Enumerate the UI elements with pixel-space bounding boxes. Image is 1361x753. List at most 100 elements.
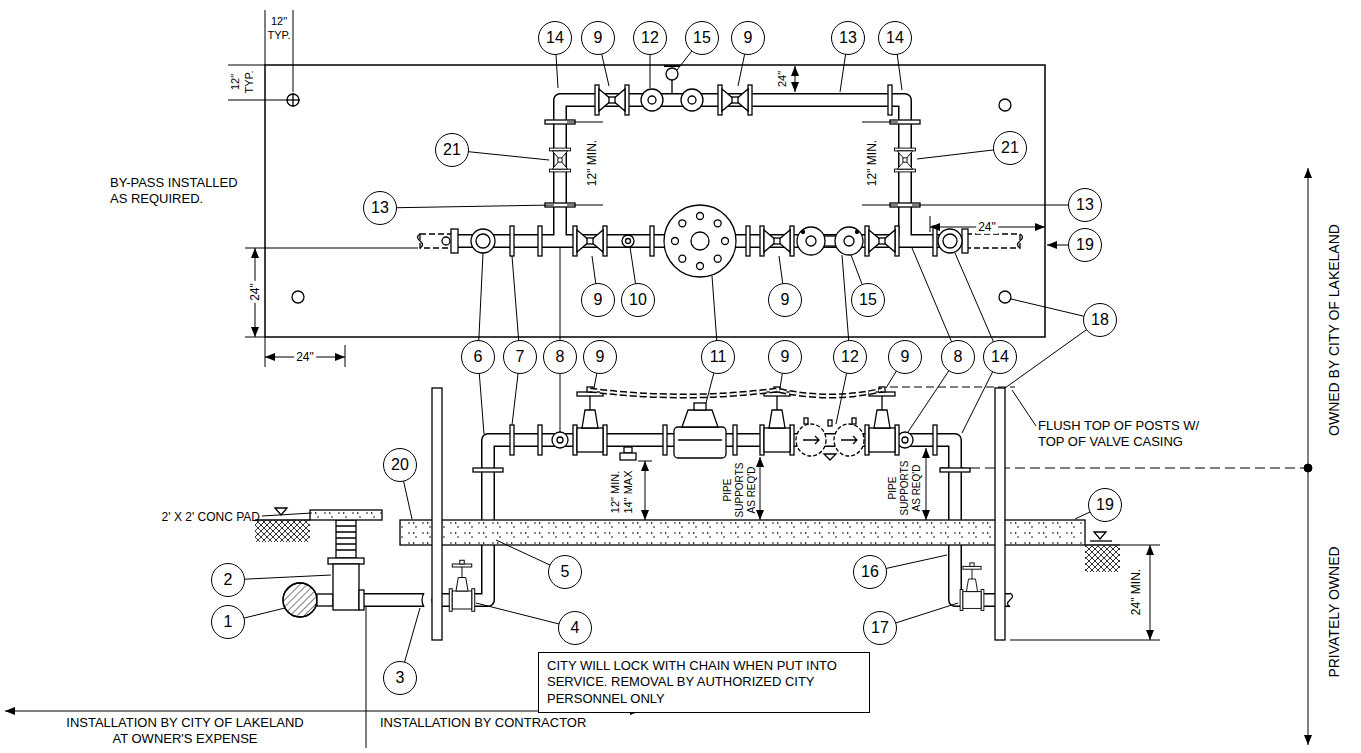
dimension-label: 24" bbox=[976, 220, 998, 234]
elevation-view bbox=[733, 425, 737, 455]
callout-number: 9 bbox=[744, 30, 753, 46]
callout-bubble: 18 bbox=[1083, 303, 1117, 337]
plan-view bbox=[938, 229, 962, 253]
plan-view bbox=[1018, 234, 1023, 248]
plan-view bbox=[650, 226, 654, 256]
note-label: BY-PASS INSTALLED AS REQUIRED. bbox=[110, 175, 255, 206]
callout-number: 14 bbox=[546, 30, 564, 46]
elevation-view bbox=[902, 437, 908, 443]
plan-view bbox=[622, 235, 634, 247]
dimension-lines bbox=[245, 337, 265, 338]
note-label: FLUSH TOP OF POSTS W/ TOP OF VALVE CASIN… bbox=[1038, 418, 1216, 449]
plan-view bbox=[835, 227, 863, 255]
elevation-view bbox=[328, 558, 364, 564]
leader-lines bbox=[228, 38, 1105, 678]
dimension-lines bbox=[228, 100, 286, 101]
plan-view bbox=[746, 226, 750, 256]
callout-bubble: 19 bbox=[1088, 488, 1122, 522]
dimension-lines bbox=[1150, 545, 1151, 640]
dimension-lines bbox=[265, 10, 266, 65]
callout-bubble: 9 bbox=[581, 283, 615, 317]
plan-view bbox=[688, 96, 696, 104]
plan-view bbox=[999, 99, 1011, 111]
callout-bubble: 5 bbox=[548, 555, 582, 589]
callout-bubble: 17 bbox=[863, 611, 897, 645]
plan-view bbox=[672, 238, 679, 245]
callout-number: 18 bbox=[1091, 312, 1109, 328]
plan-view bbox=[824, 236, 836, 246]
plan-view bbox=[999, 291, 1011, 303]
elevation-view bbox=[824, 454, 836, 460]
plan-view bbox=[510, 226, 514, 256]
elevation-view bbox=[336, 526, 356, 550]
elevation-view bbox=[1085, 544, 1120, 545]
callout-bubble: 3 bbox=[383, 661, 417, 695]
elevation-view bbox=[275, 508, 287, 515]
callout-number: 4 bbox=[571, 620, 580, 636]
dimension-lines bbox=[1012, 390, 1036, 426]
elevation-view bbox=[310, 510, 382, 520]
plan-view bbox=[573, 226, 607, 256]
plan-view bbox=[666, 68, 678, 80]
elevation-view bbox=[674, 427, 726, 458]
callout-number: 12 bbox=[641, 30, 659, 46]
elevation-view bbox=[796, 424, 826, 456]
callout-bubble: 9 bbox=[768, 340, 802, 374]
elevation-view bbox=[336, 520, 356, 558]
dimension-lines bbox=[862, 205, 898, 206]
callout-bubble: 1 bbox=[211, 605, 245, 639]
dimension-lines bbox=[345, 345, 346, 367]
plan-view bbox=[292, 291, 304, 303]
callout-bubble: 15 bbox=[685, 21, 719, 55]
dimension-lines bbox=[862, 122, 898, 123]
elevation-view bbox=[1094, 532, 1106, 539]
callout-number: 15 bbox=[693, 30, 711, 46]
elevation-view bbox=[940, 468, 970, 472]
callout-number: 13 bbox=[839, 30, 857, 46]
callout-number: 8 bbox=[954, 349, 963, 365]
callout-bubble: 11 bbox=[701, 340, 735, 374]
plan-view bbox=[722, 238, 729, 245]
dimension-label: 12" MIN. bbox=[865, 140, 879, 186]
plan-view bbox=[648, 96, 656, 104]
callout-bubble: 14 bbox=[983, 340, 1017, 374]
callout-number: 5 bbox=[561, 564, 570, 580]
callout-number: 3 bbox=[396, 670, 405, 686]
plan-view bbox=[943, 234, 957, 248]
plan-view bbox=[865, 226, 899, 256]
plan-view bbox=[664, 205, 736, 277]
callout-number: 13 bbox=[1076, 197, 1094, 213]
elevation-view bbox=[317, 594, 333, 606]
callout-bubble: 9 bbox=[581, 21, 615, 55]
elevation-view bbox=[828, 420, 832, 426]
plan-view bbox=[287, 94, 299, 106]
callout-bubble: 20 bbox=[383, 448, 417, 482]
callout-bubble: 8 bbox=[543, 340, 577, 374]
callout-bubble: 14 bbox=[878, 21, 912, 55]
elevation-view bbox=[995, 388, 1005, 640]
plan-view bbox=[844, 236, 854, 246]
plan-view bbox=[265, 65, 1045, 337]
plan-view bbox=[458, 100, 945, 241]
dimension-lines bbox=[638, 461, 652, 462]
elevation-view bbox=[557, 437, 563, 443]
callout-number: 13 bbox=[371, 200, 389, 216]
dimension-lines bbox=[1308, 168, 1309, 745]
dimension-lines bbox=[567, 122, 603, 123]
elevation-view bbox=[538, 425, 542, 455]
elevation-view bbox=[834, 424, 864, 456]
elevation-view bbox=[573, 387, 607, 455]
plan-view bbox=[671, 80, 672, 93]
plan-view bbox=[806, 236, 816, 246]
callout-number: 8 bbox=[556, 349, 565, 365]
callout-bubble: 4 bbox=[558, 611, 592, 645]
elevation-view bbox=[590, 390, 882, 396]
plan-view bbox=[691, 232, 709, 250]
dimension-label: TYP. bbox=[243, 70, 256, 93]
plan-view bbox=[895, 148, 916, 172]
dimension-lines bbox=[5, 10, 1312, 748]
callout-number: 14 bbox=[991, 349, 1009, 365]
callout-bubble: 12 bbox=[833, 340, 867, 374]
dimension-lines bbox=[567, 205, 603, 206]
callout-bubble: 6 bbox=[461, 340, 495, 374]
